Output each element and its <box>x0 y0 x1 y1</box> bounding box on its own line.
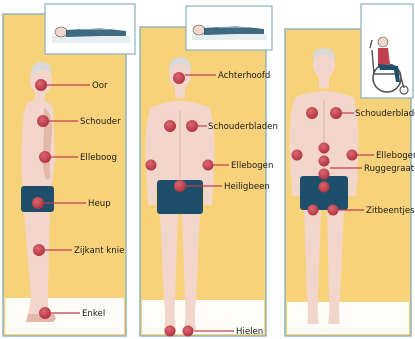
label-knee: Zijkant knie <box>74 246 124 256</box>
label-back-of-head: Achterhoofd <box>218 71 270 81</box>
label-elbow: Elleboog <box>80 153 117 163</box>
label-spine: Ruggegraat <box>364 164 415 174</box>
dot-elbow-right <box>347 150 358 161</box>
label-sacrum: Heiligbeen <box>224 182 270 192</box>
label-shoulder-blades: Schouderbladen <box>208 122 278 132</box>
dot-elbow <box>39 151 51 163</box>
label-shoulder: Schouder <box>80 117 121 127</box>
label-elbows: Ellebogen <box>376 151 415 161</box>
dot-back-of-head <box>173 72 185 84</box>
label-shoulder-blades: Schouderbladen <box>355 109 415 119</box>
dot-heel-right <box>183 326 194 337</box>
dot-hip <box>32 197 44 209</box>
label-elbows: Ellebogen <box>231 161 273 171</box>
panel-back-view: Achterhoofd Schouderbladen Ellebogen Hei… <box>140 6 278 337</box>
label-sit-bones: Zitbeentjes <box>366 206 415 216</box>
floor <box>287 302 409 334</box>
dot-shoulder <box>37 115 49 127</box>
dot-elbow-left <box>292 150 303 161</box>
dot-sit-bone-left <box>308 205 319 216</box>
dot-shoulder-blade-right <box>330 107 342 119</box>
label-ear: Oor <box>92 81 108 91</box>
floor <box>5 298 124 334</box>
dot-knee <box>33 244 45 256</box>
lying-person-icon <box>186 6 272 50</box>
dot-shoulder-blade-right <box>186 120 198 132</box>
dot-shoulder-blade-left <box>164 120 176 132</box>
dot-spine <box>319 182 330 193</box>
dot-shoulder-blade-left <box>306 107 318 119</box>
lying-person-icon <box>45 4 135 54</box>
dot-spine <box>319 169 330 180</box>
wheelchair-person-icon <box>361 4 413 98</box>
dot-sit-bone-right <box>328 205 339 216</box>
panel-seated-view: Schouderbladen Ellebogen Ruggegraat Zitb… <box>285 4 415 336</box>
label-hip: Heup <box>88 199 111 209</box>
dot-spine <box>319 143 330 154</box>
label-heels: Hielen <box>236 327 263 337</box>
panel-side-view: Oor Schouder Elleboog Heup Zijkant knie … <box>3 4 135 336</box>
dot-heel-left <box>165 326 176 337</box>
dot-elbow-left <box>146 160 157 171</box>
dot-elbow-right <box>203 160 214 171</box>
dot-sacrum <box>174 180 186 192</box>
dot-ankle <box>39 307 51 319</box>
dot-spine <box>319 156 330 167</box>
dot-ear <box>35 79 47 91</box>
panel-background <box>3 14 126 336</box>
label-ankle: Enkel <box>82 309 105 319</box>
